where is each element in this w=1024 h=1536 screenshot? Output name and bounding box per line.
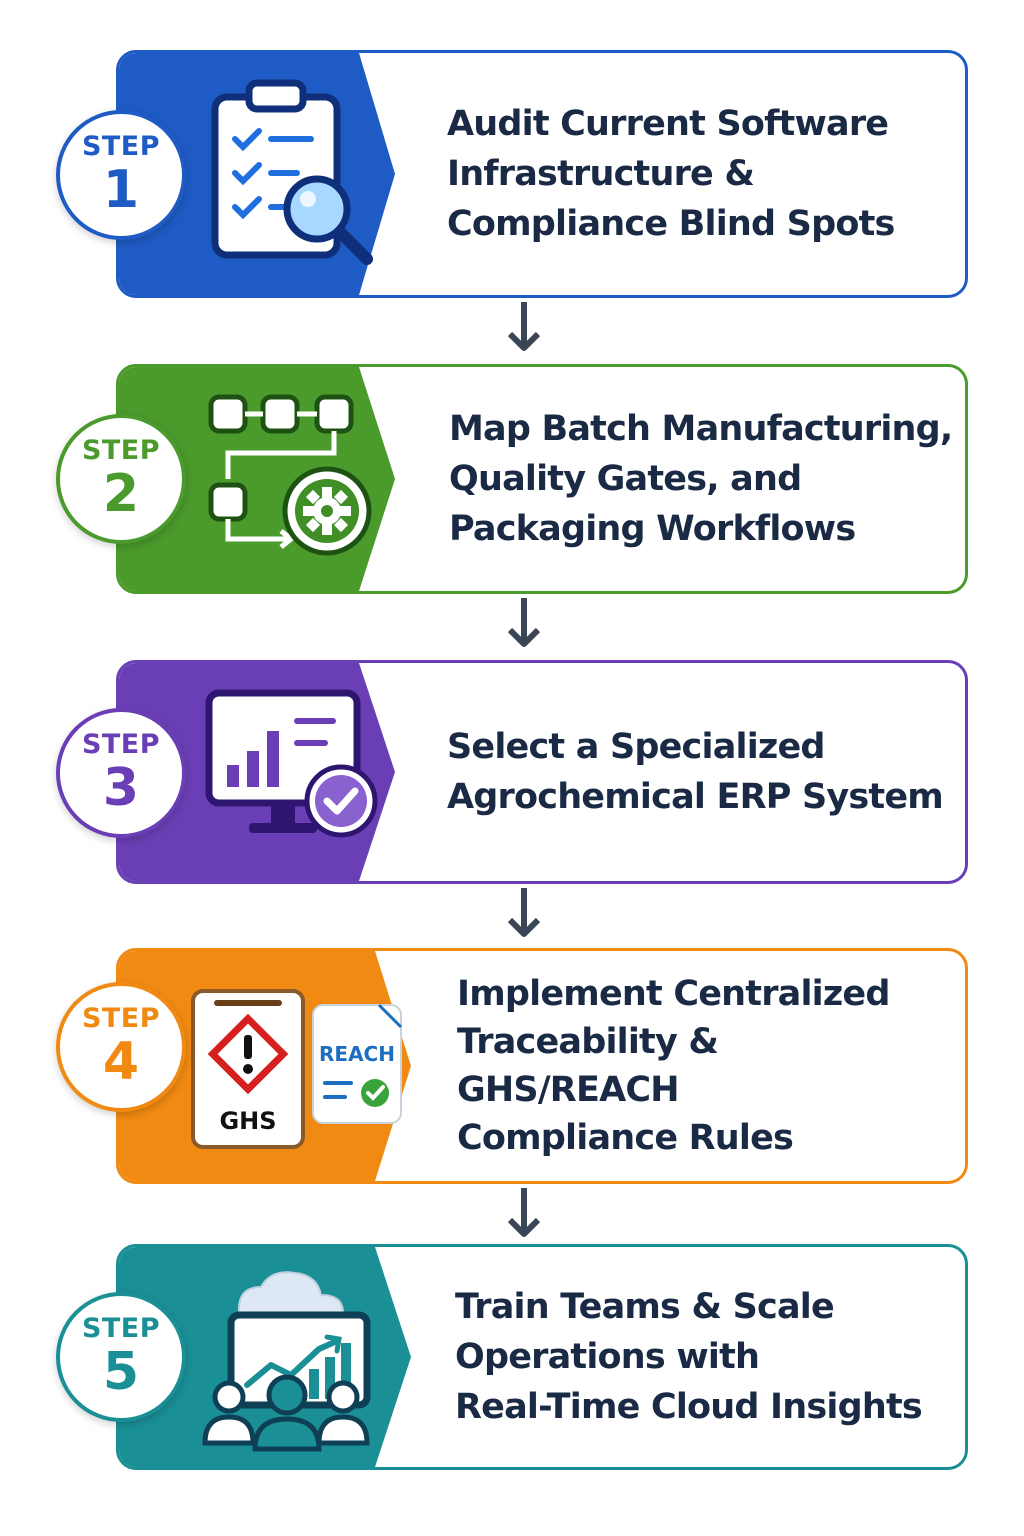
clipboard-checklist-magnifier-icon — [211, 79, 373, 265]
step-5-badge-number: 5 — [102, 1342, 140, 1402]
step-card-5: Train Teams & Scale Operations with Real… — [116, 1244, 968, 1470]
step-3-text: Select a Specialized Agrochemical ERP Sy… — [447, 663, 944, 881]
step-3-line-2: Agrochemical ERP System — [447, 777, 944, 817]
step-3-badge-number: 3 — [102, 758, 140, 818]
step-4-line-3: GHS/REACH — [457, 1070, 680, 1110]
step-1-text: Audit Current Software Infrastructure & … — [447, 53, 941, 295]
connector-arrow-2-3 — [507, 598, 541, 647]
step-2-badge: STEP 2 — [56, 414, 186, 544]
monitor-chart-check-icon — [205, 689, 378, 838]
step-5-badge: STEP 5 — [56, 1292, 186, 1422]
step-3-line-1: Select a Specialized — [447, 727, 825, 767]
step-4-line-4: Compliance Rules — [457, 1118, 794, 1158]
step-5-text: Train Teams & Scale Operations with Real… — [455, 1247, 941, 1467]
step-4-text: Implement Centralized Traceability & GHS… — [457, 951, 941, 1181]
step-2-line-2: Quality Gates, and — [449, 459, 802, 499]
reach-label: REACH — [319, 1042, 395, 1066]
connector-arrow-1-2 — [507, 302, 541, 351]
step-4-line-2: Traceability & — [457, 1022, 719, 1062]
ghs-reach-documents-icon: REACH GHS — [191, 989, 403, 1149]
step-1-badge-word: STEP — [81, 131, 161, 162]
cloud-analytics-team-icon — [202, 1271, 371, 1452]
step-2-line-3: Packaging Workflows — [449, 509, 856, 549]
step-4-badge-word: STEP — [81, 1003, 161, 1034]
step-card-2: Map Batch Manufacturing, Quality Gates, … — [116, 364, 968, 594]
step-1-line-1: Audit Current Software — [447, 104, 889, 144]
step-2-text: Map Batch Manufacturing, Quality Gates, … — [449, 367, 953, 591]
step-card-3: Select a Specialized Agrochemical ERP Sy… — [116, 660, 968, 884]
step-5-line-3: Real-Time Cloud Insights — [455, 1387, 923, 1427]
step-1-badge-number: 1 — [102, 160, 140, 220]
step-card-4: REACH GHS Implement Centralized Traceabi… — [116, 948, 968, 1184]
step-1-line-3: Compliance Blind Spots — [447, 204, 895, 244]
step-5-line-1: Train Teams & Scale — [455, 1287, 835, 1327]
workflow-gear-icon — [208, 394, 372, 556]
step-5-line-2: Operations with — [455, 1337, 760, 1377]
step-1-badge: STEP 1 — [56, 110, 186, 240]
connector-arrow-4-5 — [507, 1188, 541, 1237]
step-4-badge-number: 4 — [102, 1032, 140, 1092]
step-3-badge-word: STEP — [81, 729, 161, 760]
step-4-badge: STEP 4 — [56, 982, 186, 1112]
step-2-line-1: Map Batch Manufacturing, — [449, 409, 953, 449]
step-2-badge-word: STEP — [81, 435, 161, 466]
step-card-1: Audit Current Software Infrastructure & … — [116, 50, 968, 298]
ghs-label: GHS — [219, 1107, 276, 1135]
step-2-badge-number: 2 — [102, 464, 140, 524]
step-5-badge-word: STEP — [81, 1313, 161, 1344]
connector-arrow-3-4 — [507, 888, 541, 937]
step-4-line-1: Implement Centralized — [457, 974, 890, 1014]
step-1-line-2: Infrastructure & — [447, 154, 755, 194]
step-3-badge: STEP 3 — [56, 708, 186, 838]
